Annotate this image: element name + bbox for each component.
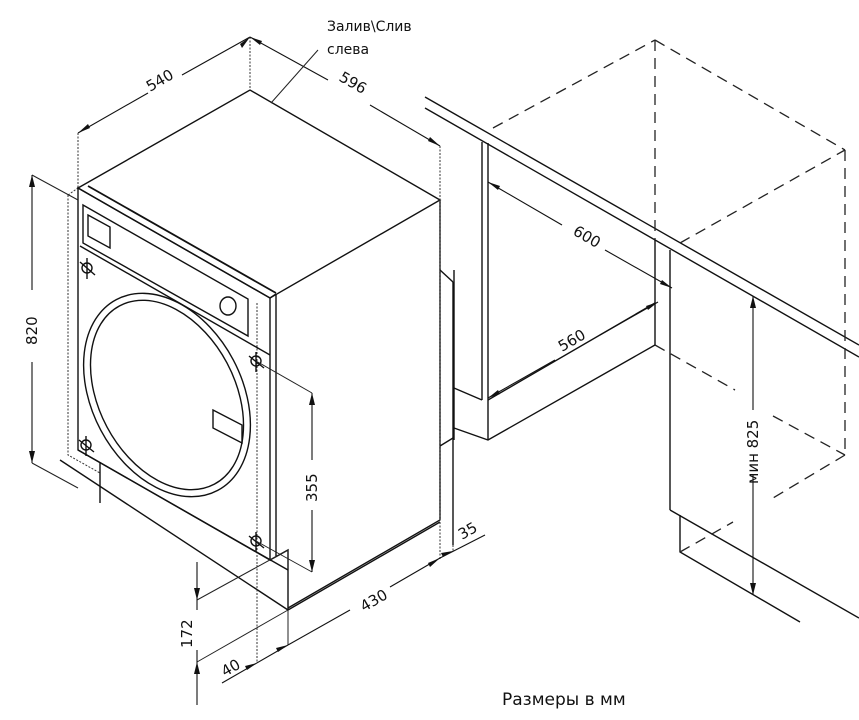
inlet-note-line-2: слева <box>327 42 369 58</box>
niche-width-label: 600 <box>570 222 604 252</box>
hinge-marker-bottom-right <box>248 532 265 552</box>
dim-depth-label: 540 <box>143 66 177 96</box>
door-handle <box>212 408 243 445</box>
dim-toe-kick-height-label: 172 <box>178 619 196 648</box>
display-window <box>87 213 111 250</box>
inlet-leader <box>270 49 319 104</box>
machine-front-outline <box>67 195 101 474</box>
niche-dimension-lines <box>487 181 756 595</box>
door-ring-outer <box>82 292 252 498</box>
worktop-top-edge <box>424 96 859 346</box>
cabinet-niche <box>424 39 859 623</box>
worktop-bottom-edge <box>424 107 859 358</box>
machine-top-face <box>76 89 442 299</box>
toe-kick <box>269 548 289 610</box>
program-knob <box>219 296 237 316</box>
dim-toe-kick-width-label: 430 <box>357 586 391 616</box>
dim-hinge-spacing-label: 355 <box>303 473 321 502</box>
hinge-marker-top-right <box>248 352 265 372</box>
dim-height-label: 820 <box>23 316 41 345</box>
control-panel <box>82 203 249 338</box>
units-caption: Размеры в мм <box>502 690 626 710</box>
niche-height-label: мин 825 <box>744 420 762 484</box>
door-ring-inner <box>89 299 245 491</box>
inlet-note-line-1: Залив\Слив <box>327 19 412 35</box>
hinge-marker-bottom-left <box>78 436 95 456</box>
machine-dimension-lines <box>29 36 486 705</box>
dim-toe-kick-offset-label: 40 <box>218 655 244 680</box>
niche-dimension-labels: 600 560 мин 825 <box>555 222 762 484</box>
dim-width-label: 596 <box>336 68 370 98</box>
washing-machine <box>59 89 454 611</box>
hinge-marker-top-left <box>79 258 96 279</box>
